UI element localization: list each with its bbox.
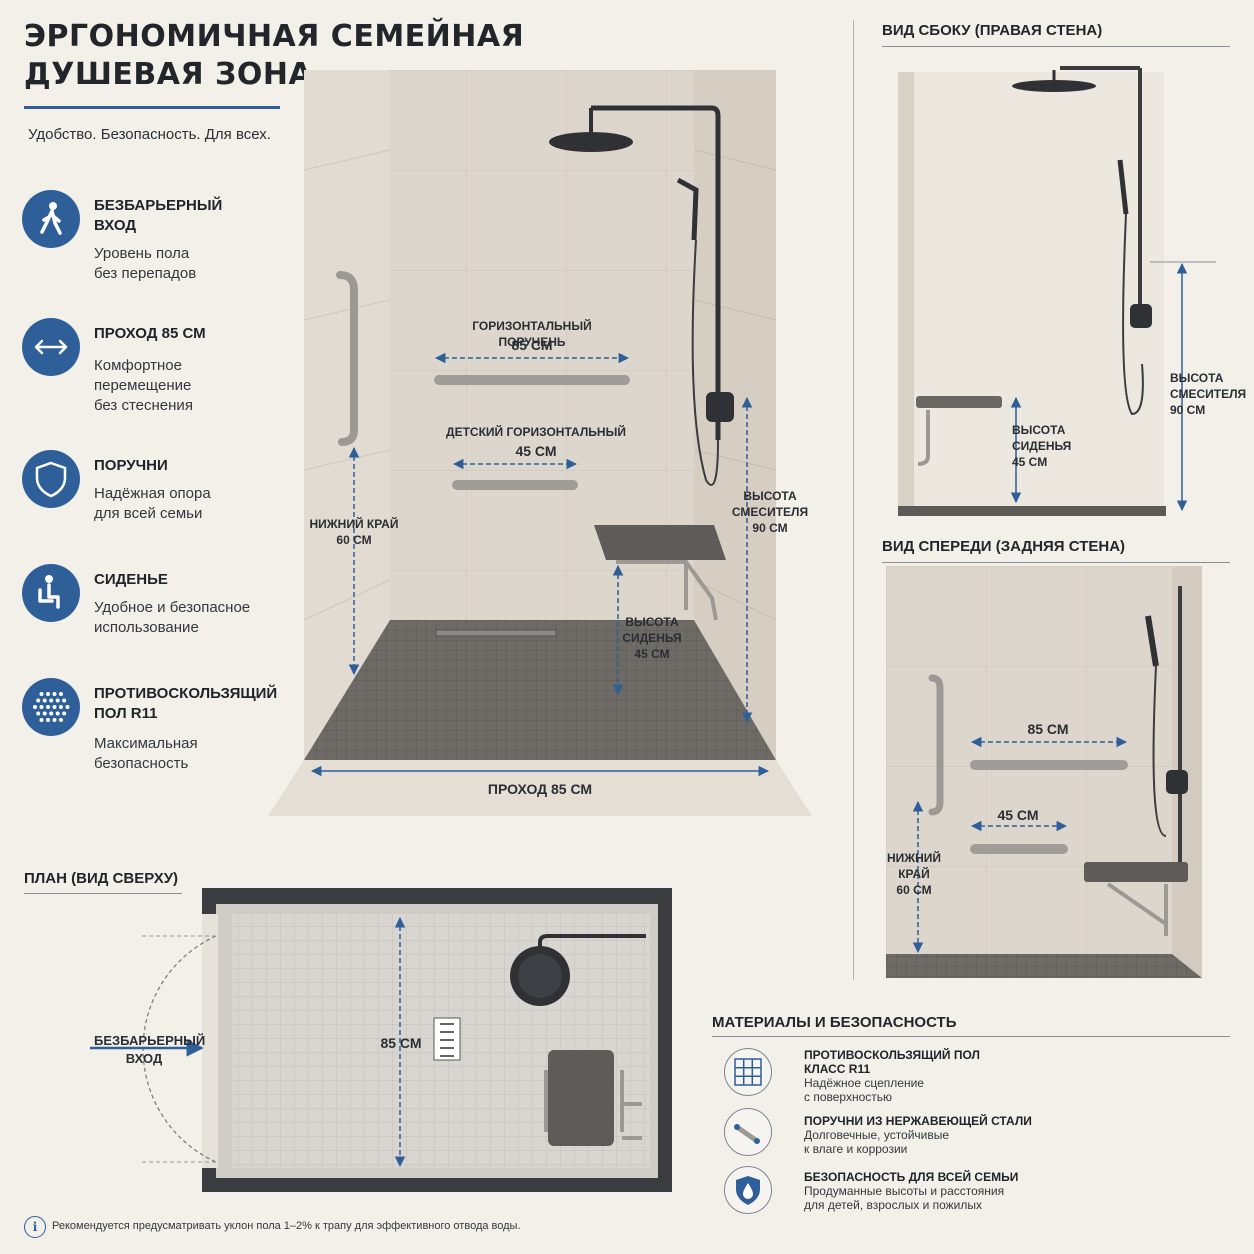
horizontal-rail-dim: 85 СМ [511, 337, 553, 353]
hand-shower [676, 177, 699, 241]
mixer-height-label: ВЫСОТА СМЕСИТЕЛЯ 90 СМ [731, 489, 809, 535]
child-rail-label: ДЕТСКИЙ ГОРИЗОНТАЛЬНЫЙ [446, 425, 626, 439]
material-title: ПОРУЧНИ ИЗ НЕРЖАВЕЮЩЕЙ СТАЛИ [804, 1114, 1032, 1128]
feature-handrails: ПОРУЧНИ Надёжная опора для всей семьи [22, 450, 292, 560]
feature-desc: Надёжная опора для всей семьи [94, 485, 211, 522]
feature-desc: Комфортное перемещение без стеснения [94, 357, 193, 414]
bottom-edge-label: НИЖНИЙ КРАЙ 60 СМ [309, 517, 399, 547]
shield-drop-icon [724, 1166, 772, 1214]
title-line-1: ЭРГОНОМИЧНАЯ СЕМЕЙНАЯ [24, 19, 525, 54]
double-arrow-icon [22, 318, 80, 376]
material-desc: Продуманные высоты и расстояния для дете… [804, 1184, 1005, 1212]
horizontal-grab-bar [434, 375, 630, 385]
shower-hose [691, 239, 719, 486]
side-view-drawing [898, 66, 1216, 516]
feature-anti-slip: ПРОТИВОСКОЛЬЗЯЩИЙ ПОЛ R11 Максимальная б… [22, 678, 292, 788]
page-title: ЭРГОНОМИЧНАЯ СЕМЕЙНАЯ ДУШЕВАЯ ЗОНА [24, 18, 524, 94]
info-icon: i [24, 1216, 46, 1238]
left-wall [304, 70, 390, 760]
tiled-floor [304, 620, 776, 760]
plan-width-dim: 85 СМ [380, 1035, 422, 1051]
feature-desc: Удобное и безопасное использование [94, 599, 251, 636]
feature-title: ПОРУЧНИ [94, 457, 168, 474]
grab-bar-icon [724, 1108, 772, 1156]
material-desc: Надёжное сцепление с поверхностью [804, 1076, 924, 1104]
materials-title: МАТЕРИАЛЫ И БЕЗОПАСНОСТЬ [712, 1014, 957, 1031]
subtitle: Удобство. Безопасность. Для всех. [28, 126, 271, 143]
title-underline [24, 106, 280, 109]
feature-passage: ПРОХОД 85 СМ Комфортное перемещение без … [22, 318, 292, 428]
side-seat-height-label: ВЫСОТА СИДЕНЬЯ 45 СМ [1012, 423, 1072, 469]
column-divider [853, 20, 854, 980]
passage-label: ПРОХОД 85 СМ [487, 781, 593, 797]
fold-down-seat [594, 525, 726, 560]
feature-title: СИДЕНЬЕ [94, 571, 168, 588]
child-rail-dim: 45 СМ [515, 443, 557, 459]
linear-drain [435, 629, 557, 637]
mixer [706, 392, 734, 422]
material-title: БЕЗОПАСНОСТЬ ДЛЯ ВСЕЙ СЕМЬИ [804, 1170, 1019, 1184]
feature-desc: Максимальная безопасность [94, 735, 198, 772]
material-desc: Долговечные, устойчивые к влаге и корроз… [804, 1128, 950, 1156]
front-child-dim: 45 СМ [997, 807, 1039, 823]
side-view-title: ВИД СБОКУ (ПРАВАЯ СТЕНА) [882, 22, 1103, 39]
child-grab-bar [452, 480, 578, 490]
shield-icon [22, 450, 80, 508]
feature-title: БЕЗБАРЬЕРНЫЙ ВХОД [94, 197, 223, 234]
front-view-drawing [886, 566, 1202, 978]
front-rail-dim: 85 СМ [1027, 721, 1069, 737]
plan-view-drawing [90, 888, 672, 1192]
material-title: ПРОТИВОСКОЛЬЗЯЩИЙ ПОЛ КЛАСС R11 [804, 1048, 980, 1076]
title-line-2: ДУШЕВАЯ ЗОНА [24, 57, 313, 92]
walking-person-icon [22, 190, 80, 248]
shower-column [694, 105, 721, 440]
seat-height-label: ВЫСОТА СИДЕНЬЯ 45 СМ [622, 615, 682, 661]
feature-title: ПРОТИВОСКОЛЬЗЯЩИЙ ПОЛ R11 [94, 685, 278, 722]
side-mixer-height-label: ВЫСОТА СМЕСИТЕЛЯ 90 СМ [1170, 371, 1247, 417]
vertical-grab-bar [336, 271, 358, 446]
feature-barrier-free: БЕЗБАРЬЕРНЫЙ ВХОД Уровень пола без переп… [22, 190, 292, 300]
main-shower-view [268, 70, 812, 816]
plan-view-title: ПЛАН (ВИД СВЕРХУ) [24, 870, 179, 887]
right-wall [694, 70, 776, 760]
footer-note: Рекомендуется предусматривать уклон пола… [52, 1220, 521, 1232]
front-bottom-edge-label: НИЖНИЙ КРАЙ 60 СМ [886, 851, 942, 897]
seated-person-icon [22, 564, 80, 622]
feature-title: ПРОХОД 85 СМ [94, 325, 206, 342]
rain-shower-head [549, 132, 633, 152]
plan-entry-label: БЕЗБАРЬЕРНЫЙ ВХОД [94, 1033, 206, 1066]
tile-grid-icon [724, 1048, 772, 1096]
dot-grid-icon [22, 678, 80, 736]
feature-desc: Уровень пола без перепадов [94, 245, 197, 282]
horizontal-rail-label: ГОРИЗОНТАЛЬНЫЙ ПОРУЧЕНЬ [472, 319, 592, 349]
feature-seat: СИДЕНЬЕ Удобное и безопасное использован… [22, 564, 292, 674]
front-view-title: ВИД СПЕРЕДИ (ЗАДНЯЯ СТЕНА) [882, 538, 1126, 555]
